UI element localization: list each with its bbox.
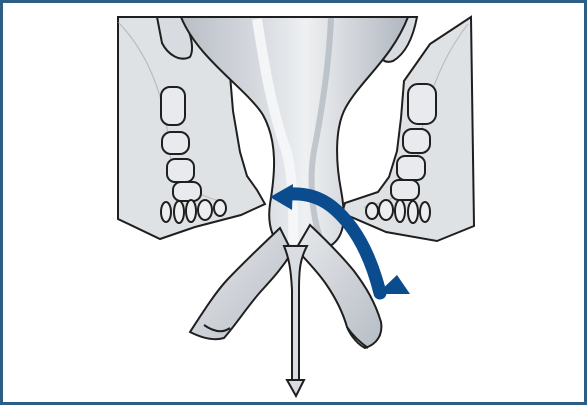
right-bone-segment xyxy=(408,84,436,124)
left-bone-segment xyxy=(162,132,189,154)
left-bone-segment xyxy=(173,182,201,201)
right-bone-segment xyxy=(391,180,419,200)
right-bone-segment xyxy=(403,129,430,153)
right-bone-segment xyxy=(397,156,425,180)
left-bone-segment xyxy=(161,87,185,125)
stem-tip xyxy=(287,380,304,396)
left-lower-branch xyxy=(190,228,292,339)
left-bone-segment xyxy=(167,159,194,182)
lower-stem xyxy=(284,246,307,380)
